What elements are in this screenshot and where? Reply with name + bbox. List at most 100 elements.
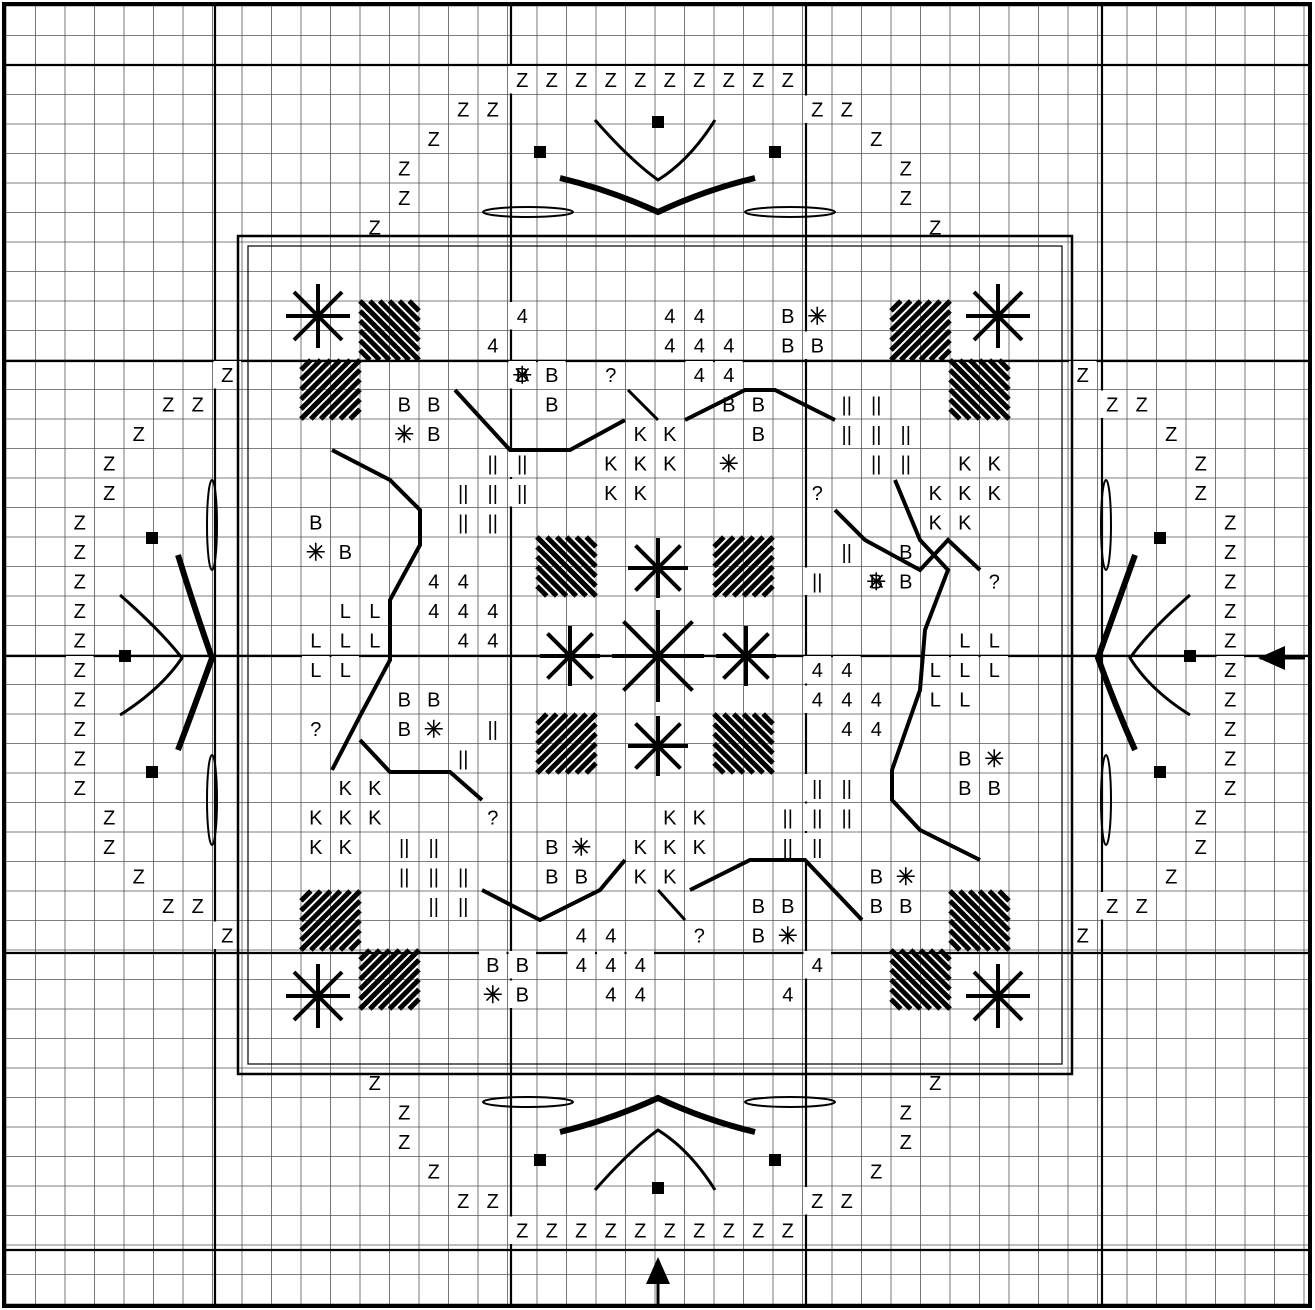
b-symbol: B bbox=[545, 837, 558, 859]
oval-motif bbox=[745, 1097, 835, 1107]
b-symbol: B bbox=[486, 955, 499, 977]
hatch-block bbox=[950, 891, 1009, 950]
l-symbol: L bbox=[340, 660, 351, 682]
k-symbol: K bbox=[958, 483, 972, 505]
k-symbol: K bbox=[634, 483, 648, 505]
z-symbol: Z bbox=[900, 1102, 912, 1124]
four-symbol: 4 bbox=[723, 335, 734, 357]
z-symbol: Z bbox=[74, 630, 86, 652]
backstitch bbox=[658, 890, 685, 920]
z-symbol: Z bbox=[398, 1102, 410, 1124]
double-bar-symbol: || bbox=[901, 424, 911, 446]
four-symbol: 4 bbox=[517, 306, 528, 328]
z-symbol: Z bbox=[634, 70, 646, 92]
dot-symbol bbox=[146, 766, 158, 778]
z-symbol: Z bbox=[221, 365, 233, 387]
hatch-block bbox=[714, 714, 773, 773]
four-symbol: 4 bbox=[694, 335, 705, 357]
dot-symbol bbox=[1154, 766, 1166, 778]
four-symbol: 4 bbox=[576, 955, 587, 977]
b-symbol: B bbox=[752, 394, 765, 416]
star-symbol bbox=[985, 749, 1003, 767]
z-symbol: Z bbox=[1195, 483, 1207, 505]
b-symbol: B bbox=[781, 896, 794, 918]
z-symbol: Z bbox=[103, 837, 115, 859]
double-bar-symbol: || bbox=[871, 453, 881, 475]
four-symbol: 4 bbox=[487, 630, 498, 652]
z-symbol: Z bbox=[870, 1161, 882, 1183]
l-symbol: L bbox=[340, 601, 351, 623]
four-symbol: 4 bbox=[428, 571, 439, 593]
k-symbol: K bbox=[368, 807, 382, 829]
z-symbol: Z bbox=[74, 601, 86, 623]
oval-motif bbox=[483, 1097, 573, 1107]
z-symbol: Z bbox=[546, 70, 558, 92]
z-symbol: Z bbox=[605, 70, 617, 92]
z-symbol: Z bbox=[1136, 394, 1148, 416]
z-symbol: Z bbox=[693, 70, 705, 92]
star-symbol bbox=[513, 366, 531, 384]
b-symbol: B bbox=[575, 866, 588, 888]
k-symbol: K bbox=[988, 483, 1002, 505]
z-symbol: Z bbox=[634, 1220, 646, 1242]
four-symbol: 4 bbox=[487, 335, 498, 357]
four-symbol: 4 bbox=[694, 365, 705, 387]
z-symbol: Z bbox=[870, 129, 882, 151]
question-symbol: ? bbox=[812, 483, 823, 505]
double-bar-symbol: || bbox=[517, 453, 527, 475]
b-symbol: B bbox=[516, 955, 529, 977]
k-symbol: K bbox=[929, 512, 943, 534]
four-symbol: 4 bbox=[458, 601, 469, 623]
k-symbol: K bbox=[309, 837, 323, 859]
k-symbol: K bbox=[663, 866, 677, 888]
large-star bbox=[628, 716, 688, 776]
four-symbol: 4 bbox=[841, 660, 852, 682]
double-bar-symbol: || bbox=[429, 866, 439, 888]
hatch-block bbox=[950, 360, 1009, 419]
four-symbol: 4 bbox=[428, 601, 439, 623]
z-symbol: Z bbox=[1165, 424, 1177, 446]
k-symbol: K bbox=[693, 807, 707, 829]
large-star bbox=[966, 284, 1030, 348]
b-symbol: B bbox=[309, 512, 322, 534]
double-bar-symbol: || bbox=[458, 866, 468, 888]
z-symbol: Z bbox=[516, 70, 528, 92]
k-symbol: K bbox=[604, 453, 618, 475]
l-symbol: L bbox=[369, 630, 380, 652]
double-bar-symbol: || bbox=[812, 807, 822, 829]
oval-motif bbox=[745, 207, 835, 217]
z-symbol: Z bbox=[900, 158, 912, 180]
hatch-block bbox=[891, 301, 950, 360]
star-symbol bbox=[867, 572, 885, 590]
dot-symbol bbox=[652, 1182, 664, 1194]
b-symbol: B bbox=[516, 984, 529, 1006]
b-symbol: B bbox=[781, 306, 794, 328]
z-symbol: Z bbox=[1077, 365, 1089, 387]
hatch-block bbox=[537, 537, 596, 596]
b-symbol: B bbox=[958, 748, 971, 770]
z-symbol: Z bbox=[664, 70, 676, 92]
hatch-block bbox=[360, 950, 419, 1009]
four-symbol: 4 bbox=[576, 925, 587, 947]
star-symbol bbox=[484, 985, 502, 1003]
dot-symbol bbox=[1184, 650, 1196, 662]
large-star bbox=[716, 626, 776, 686]
b-symbol: B bbox=[752, 424, 765, 446]
double-bar-symbol: || bbox=[901, 453, 911, 475]
b-symbol: B bbox=[545, 866, 558, 888]
z-symbol: Z bbox=[575, 70, 587, 92]
four-symbol: 4 bbox=[605, 984, 616, 1006]
question-symbol: ? bbox=[487, 807, 498, 829]
z-symbol: Z bbox=[487, 1191, 499, 1213]
hatch-block bbox=[301, 891, 360, 950]
hatch-block bbox=[891, 950, 950, 1009]
four-symbol: 4 bbox=[458, 571, 469, 593]
z-symbol: Z bbox=[74, 748, 86, 770]
z-symbol: Z bbox=[1224, 660, 1236, 682]
z-symbol: Z bbox=[1136, 896, 1148, 918]
four-symbol: 4 bbox=[723, 365, 734, 387]
k-symbol: K bbox=[339, 807, 353, 829]
z-symbol: Z bbox=[752, 1220, 764, 1242]
star-symbol bbox=[808, 307, 826, 325]
b-symbol: B bbox=[781, 335, 794, 357]
